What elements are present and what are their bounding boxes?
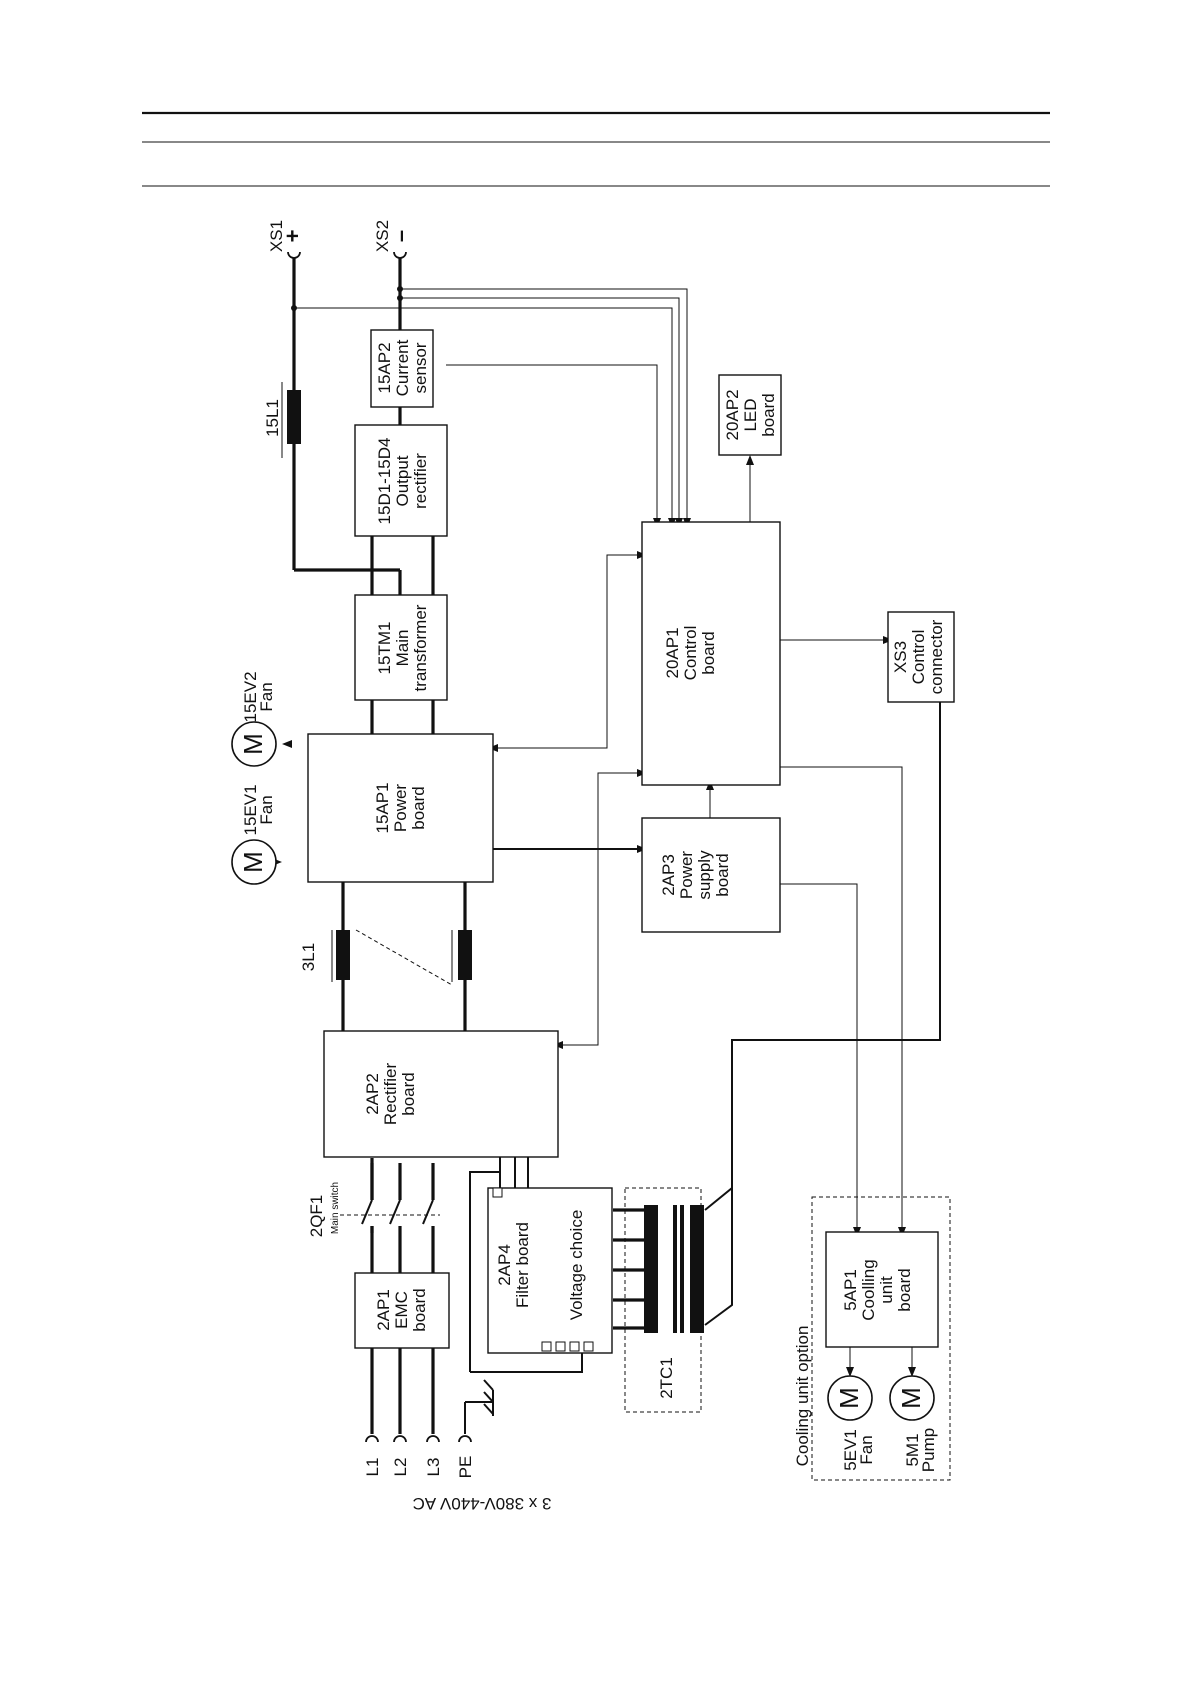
xs2-label: XS2 — [373, 220, 392, 252]
supply-voltage-label: 3 x 380V-440V AC — [413, 1494, 552, 1513]
output-rectifier-box — [354, 424, 448, 537]
control-connector-label-2: Control — [909, 630, 928, 685]
cooling-fan-label-2: Fan — [857, 1435, 876, 1464]
cooling-fan-motor-icon — [827, 1375, 873, 1421]
phase-l2-label: L2 — [391, 1458, 410, 1477]
current-sensor-label-1: 15AP2 — [375, 342, 394, 393]
led-board-box — [718, 374, 782, 456]
filter-board-box — [487, 1187, 613, 1354]
control-board-box — [641, 521, 781, 786]
pe-label: PE — [456, 1456, 475, 1479]
current-sensor-box — [370, 329, 434, 408]
xs1-polarity: + — [280, 230, 305, 243]
power-board-label-2: Power — [391, 784, 410, 833]
psu-label-4: board — [713, 853, 732, 896]
psu-box — [641, 817, 781, 933]
choke-in-label: 3L1 — [299, 943, 318, 971]
cooling-board-label-2: Coolling — [859, 1259, 878, 1320]
led-board-label-3: board — [759, 393, 778, 436]
control-connector-label-1: XS3 — [891, 641, 910, 673]
transformer-label-1: 15TM1 — [375, 622, 394, 675]
current-sensor-label-3: sensor — [411, 342, 430, 393]
xs1-label: XS1 — [267, 220, 286, 252]
pump-motor-letter: M — [896, 1387, 926, 1409]
pump-motor-icon — [889, 1375, 935, 1421]
inductor-3L1-b — [458, 930, 472, 980]
fan-15EV1-label-1: 15EV1 — [241, 784, 260, 835]
psu-label-3: supply — [695, 850, 714, 900]
fan-15EV2-motor-icon — [231, 721, 277, 767]
filter-board-terminals — [492, 1187, 594, 1352]
inductor-15L1 — [287, 390, 301, 444]
inductor-3L1-a — [336, 930, 350, 980]
emc-label-2: EMC — [392, 1291, 411, 1329]
cooling-board-label-1: 5AP1 — [841, 1269, 860, 1311]
rectifier-label-3: board — [399, 1072, 418, 1115]
control-connector-label-3: connector — [927, 619, 946, 694]
emc-label-1: 2AP1 — [374, 1289, 393, 1331]
psu-label-1: 2AP3 — [659, 854, 678, 896]
fan-15EV1-label-2: Fan — [257, 795, 276, 824]
cooling-fan-label-1: 5EV1 — [841, 1429, 860, 1471]
rectifier-label-1: 2AP2 — [363, 1073, 382, 1115]
choke-out-label: 15L1 — [263, 399, 282, 437]
terminal-connectors — [287, 251, 472, 1443]
junction-dots — [291, 286, 403, 311]
rectifier-label-2: Rectifier — [381, 1062, 400, 1125]
power-board-label-1: 15AP1 — [373, 782, 392, 833]
power-board-box — [307, 733, 494, 883]
fan-15EV2-label-2: Fan — [257, 682, 276, 711]
output-rectifier-label-2: Output — [393, 455, 412, 506]
output-rectifier-label-1: 15D1-15D4 — [375, 438, 394, 525]
phase-l3-label: L3 — [424, 1458, 443, 1477]
cooling-option-frame — [811, 1196, 951, 1481]
control-board-label-1: 20AP1 — [663, 627, 682, 678]
fan-15EV1-motor-letter: M — [238, 851, 268, 873]
cooling-option-label: Cooling unit option — [793, 1326, 812, 1467]
aux-transformer-frame — [624, 1187, 702, 1413]
filter-board-label-2: Filter board — [513, 1222, 532, 1308]
voltage-choice-label: Voltage choice — [567, 1210, 586, 1321]
led-board-label-2: LED — [741, 398, 760, 431]
fan-15EV2-label-1: 15EV2 — [241, 671, 260, 722]
control-board-label-3: board — [699, 631, 718, 674]
phase-l1-label: L1 — [363, 1458, 382, 1477]
fan-15EV2-motor-letter: M — [238, 733, 268, 755]
xs2-polarity: – — [388, 230, 413, 242]
cooling-fan-motor-letter: M — [834, 1387, 864, 1409]
pump-label-2: Pump — [919, 1428, 938, 1472]
fan-15EV1-motor-icon — [231, 839, 277, 885]
pump-label-1: 5M1 — [903, 1433, 922, 1466]
main-switch-contacts — [340, 1199, 440, 1226]
cooling-board-label-3: unit — [877, 1276, 896, 1304]
filter-board-label-1: 2AP4 — [495, 1244, 514, 1286]
psu-label-2: Power — [677, 851, 696, 900]
control-connector-box — [887, 611, 955, 703]
aux-transformer-label: 2TC1 — [657, 1357, 676, 1399]
output-rectifier-label-3: rectifier — [411, 453, 430, 509]
main-switch-label: 2QF1 — [307, 1195, 326, 1238]
cooling-board-box — [825, 1231, 939, 1348]
transformer-label-3: transformer — [411, 604, 430, 691]
power-board-label-3: board — [409, 786, 428, 829]
emc-label-3: board — [410, 1288, 429, 1331]
transformer-box — [354, 594, 448, 701]
main-switch-sublabel: Main switch — [330, 1182, 341, 1234]
cooling-board-label-4: board — [895, 1268, 914, 1311]
rectifier-board-box — [323, 1030, 559, 1158]
led-board-label-1: 20AP2 — [723, 389, 742, 440]
control-board-label-2: Control — [681, 626, 700, 681]
current-sensor-label-2: Current — [393, 339, 412, 396]
transformer-label-2: Main — [393, 630, 412, 667]
emc-board-box — [354, 1272, 450, 1349]
